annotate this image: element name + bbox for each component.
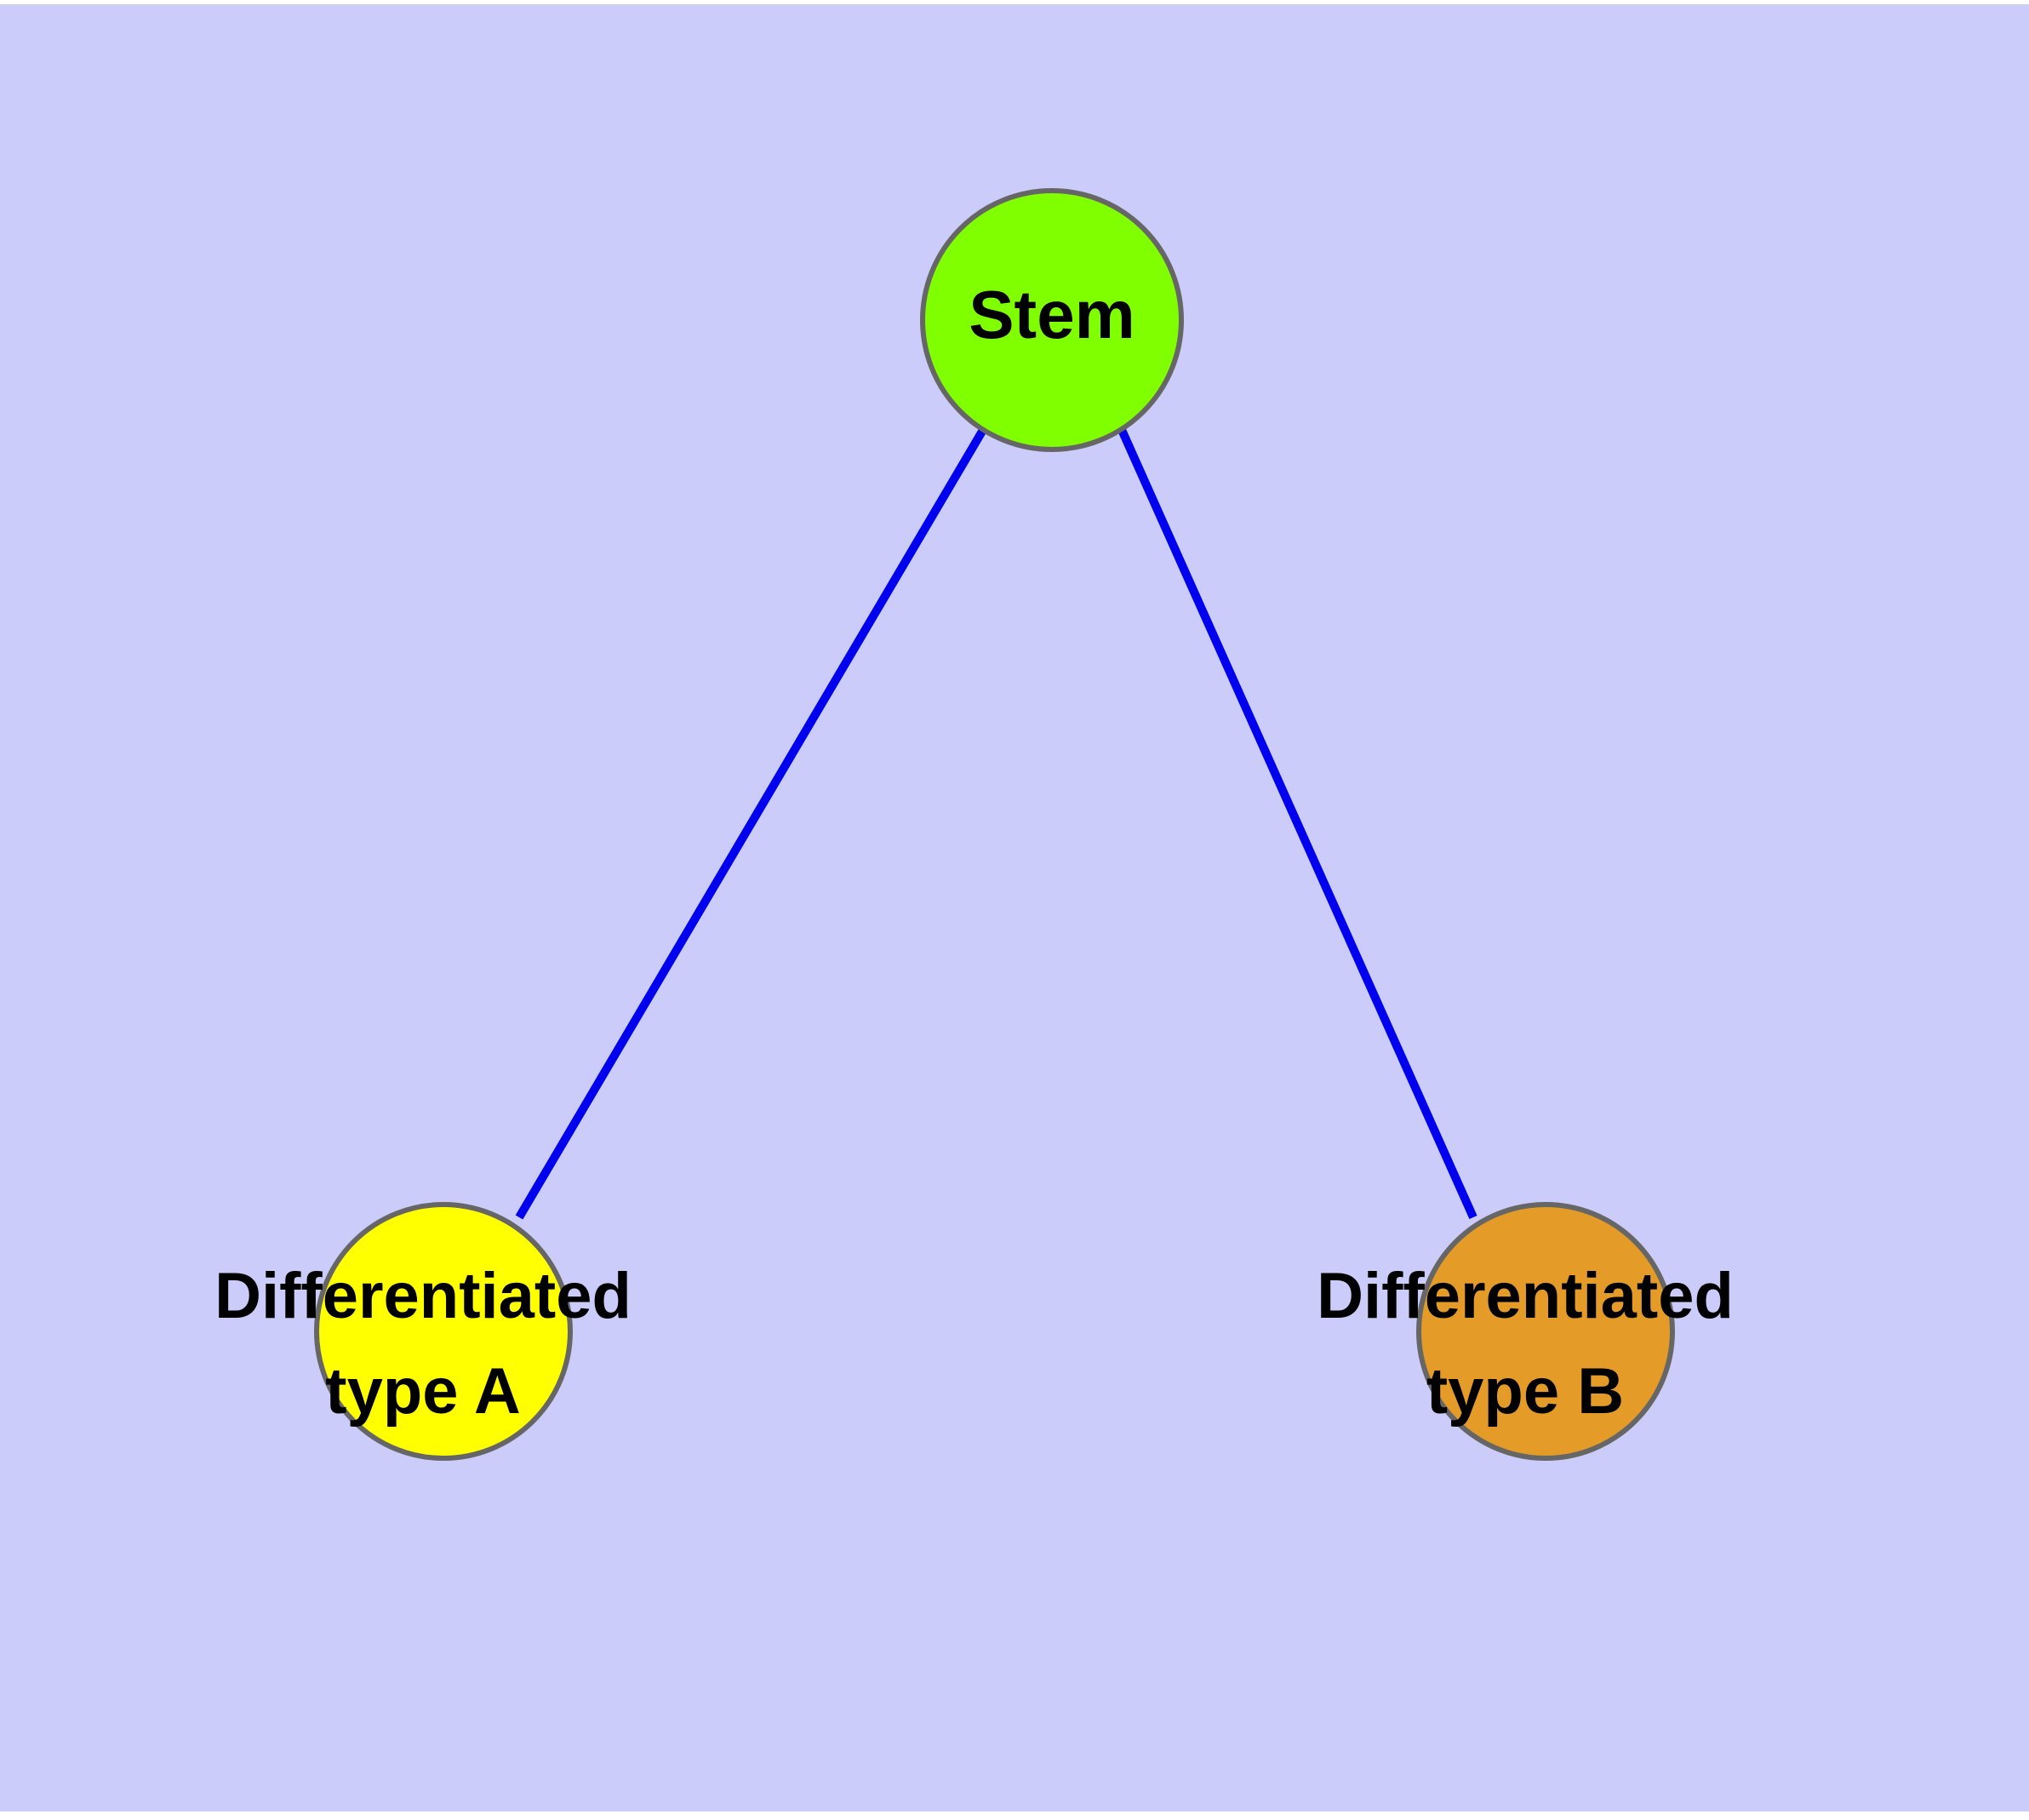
node-diff_a[interactable] [314, 1202, 573, 1461]
node-label-diff_a-line2: type A [325, 1355, 520, 1428]
edges-group [515, 427, 1477, 1220]
node-label-diff_a-line1: Differentiated [214, 1260, 632, 1332]
node-label-diff_b-line2: type B [1426, 1355, 1624, 1428]
node-label-diff_b-line1: Differentiated [1317, 1260, 1734, 1332]
node-label-stem: Stem [969, 277, 1135, 352]
node-diff_b[interactable] [1416, 1202, 1675, 1461]
edge-stem-to-diff_b[interactable] [1117, 427, 1477, 1220]
node-stem[interactable] [920, 188, 1184, 452]
nodes-group [314, 188, 1675, 1461]
edge-stem-to-diff_a[interactable] [515, 427, 987, 1220]
